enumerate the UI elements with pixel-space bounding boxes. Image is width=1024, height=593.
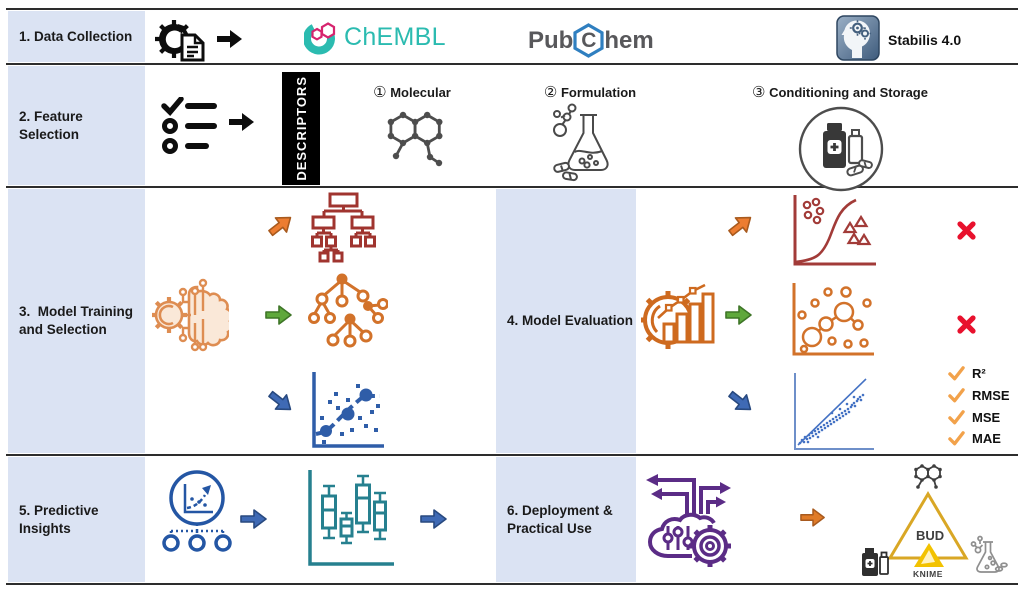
knime-label: KNIME: [913, 569, 943, 579]
flask-icon: [553, 103, 609, 182]
regression-plot-icon: [794, 373, 874, 450]
arrow-blue-icon: [240, 509, 267, 529]
flask-small-icon: [970, 535, 1008, 573]
row-label-model-training: 3. Model Training and Selection: [8, 189, 145, 453]
row2-label: 2. Feature Selection: [19, 108, 83, 142]
bud-triangle-icon: [862, 464, 1008, 576]
row6-label-line2: Practical Use: [507, 520, 592, 536]
check-icon: [948, 388, 965, 403]
check-icon: [948, 431, 965, 446]
arrow-right-icon: [229, 113, 254, 131]
arrow-orange-icon: [728, 216, 752, 237]
stabilis-app-icon: [836, 15, 880, 61]
hexagon-icon: [573, 23, 604, 58]
arrow-green-icon: [725, 305, 752, 325]
metric-label: MSE: [972, 410, 1001, 425]
arrow-green-icon: [265, 305, 292, 325]
chembl-mark-icon: [304, 22, 336, 55]
row-label-data-collection: 1. Data Collection: [8, 11, 145, 62]
arrow-orange-icon: [268, 216, 292, 237]
red-cross-icon: [957, 315, 976, 334]
category-3-label: Conditioning and Storage: [769, 85, 928, 100]
pubchem-logo: Pub C hem: [528, 23, 654, 58]
row1-label: 1. Data Collection: [19, 28, 133, 44]
molecule-icon: [387, 111, 443, 167]
pubchem-pub-text: Pub: [528, 26, 574, 54]
red-cross-icon: [957, 221, 976, 240]
chembl-wordmark: ChEMBL: [344, 23, 446, 51]
category-1-label: Molecular: [390, 85, 451, 100]
gear-document-icon: [155, 20, 205, 62]
cloud-deployment-icon: [646, 474, 731, 567]
pubchem-hexagon: C: [573, 23, 604, 58]
check-icon: [948, 366, 965, 381]
descriptors-text: DESCRIPTORS: [293, 76, 309, 181]
prediction-chart-icon: [162, 470, 232, 552]
arrow-blue-icon: [420, 509, 447, 529]
category-molecular: ① Molecular: [352, 83, 472, 101]
metric-label: R²: [972, 366, 986, 381]
metric-item: RMSE: [948, 388, 1010, 403]
gear-barchart-icon: [641, 283, 715, 349]
metric-item: R²: [948, 366, 986, 381]
boxplot-icon: [308, 470, 394, 566]
category-formulation: ② Formulation: [530, 83, 650, 101]
row5-label: 5. Predictive Insights: [19, 502, 99, 536]
metric-item: MSE: [948, 410, 1000, 425]
descriptors-banner: DESCRIPTORS: [282, 72, 320, 185]
metric-item: MAE: [948, 431, 1001, 446]
tree-ensemble-icon: [308, 273, 388, 348]
arrow-blue-icon: [728, 390, 752, 411]
medicine-bottles-icon: [798, 106, 884, 192]
row-label-feature-selection: 2. Feature Selection: [8, 66, 145, 185]
table-border: [6, 186, 1018, 188]
bud-triangle-group: BUD KNIME: [836, 458, 1024, 584]
knime-logo-icon: [914, 543, 944, 567]
check-icon: [948, 410, 965, 425]
table-border: [6, 583, 1018, 585]
table-border: [6, 8, 1018, 10]
row6-label-line1: 6. Deployment &: [507, 502, 613, 518]
table-border: [6, 63, 1018, 65]
decision-tree-icon: [311, 192, 376, 263]
category-3-number: ③: [752, 84, 766, 101]
pubchem-hem-text: hem: [604, 26, 654, 54]
category-conditioning: ③ Conditioning and Storage: [740, 83, 940, 101]
category-2-label: Formulation: [560, 85, 637, 100]
chembl-logo: ChEMBL: [304, 20, 446, 55]
row4-label: 4. Model Evaluation: [507, 313, 634, 329]
checklist-icon: [161, 97, 217, 154]
row-label-deployment: 6. Deployment & Practical Use: [496, 457, 636, 582]
row-label-predictive-insights: 5. Predictive Insights: [8, 457, 145, 582]
clustering-plot-icon: [792, 283, 874, 356]
arrow-right-icon: [217, 30, 242, 48]
metric-label: MAE: [972, 431, 1001, 446]
category-2-number: ②: [543, 84, 558, 101]
arrow-orange-icon: [800, 508, 825, 527]
row3-label-line1: 3. Model Training: [19, 304, 134, 320]
pill-bottle-icon: [862, 548, 889, 576]
row-label-model-evaluation: 4. Model Evaluation: [496, 189, 636, 453]
pubchem-c-text: C: [581, 28, 597, 52]
classification-plot-icon: [793, 195, 876, 266]
arrow-blue-icon: [268, 390, 292, 411]
metric-label: RMSE: [972, 388, 1010, 403]
row3-label-line2: and Selection: [19, 322, 107, 337]
category-1-number: ①: [373, 84, 387, 101]
bud-label: BUD: [916, 528, 945, 543]
ai-brain-gear-icon: [152, 278, 229, 352]
table-border: [6, 454, 1018, 456]
stabilis-label: Stabilis 4.0: [888, 32, 962, 48]
scatter-fit-chart-icon: [312, 372, 384, 448]
